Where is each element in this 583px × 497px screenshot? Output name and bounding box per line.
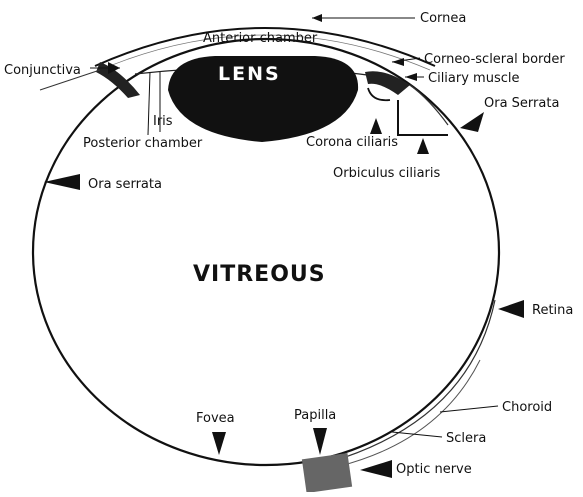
ciliary-body-right (365, 71, 449, 126)
arrowheads (44, 14, 524, 478)
papilla-label: Papilla (294, 408, 336, 423)
sclera-label: Sclera (446, 431, 486, 446)
iris-label: Iris (153, 114, 173, 129)
papilla-arrow-icon (313, 428, 327, 455)
ora-serrata-left-arrow-icon (44, 174, 80, 190)
retina-arrow-icon (498, 300, 524, 318)
corneo-scleral-border-label: Corneo-scleral border (424, 52, 565, 67)
ora-serrata-right-label: Ora Serrata (484, 96, 559, 111)
ciliary-muscle-label: Ciliary muscle (428, 71, 519, 86)
lens: LENS (168, 56, 359, 142)
retina-label: Retina (532, 303, 573, 318)
optic-nerve-stub (301, 452, 353, 494)
vitreous-label: VITREOUS (193, 262, 326, 287)
ora-serrata-left-label: Ora serrata (88, 177, 162, 192)
ciliary-body-left (39, 62, 140, 98)
anterior-chamber-label: Anterior chamber (203, 31, 318, 46)
cornea-label: Cornea (420, 11, 466, 26)
optic-nerve-label: Optic nerve (396, 462, 472, 477)
ciliary-muscle-arrow-icon (405, 73, 417, 81)
orbiculus-ciliaris-label: Orbiculus ciliaris (333, 166, 440, 181)
posterior-chamber-label: Posterior chamber (83, 136, 203, 151)
optic-nerve-arrow-icon (360, 460, 392, 478)
orbiculus-ciliaris-arrow-icon (417, 138, 429, 154)
lower-leader-lines (391, 405, 499, 438)
corona-ciliaris-bracket (367, 87, 391, 102)
conjunctiva-label: Conjunctiva (4, 63, 81, 78)
eye-globe (31, 27, 501, 467)
ora-serrata-right-arrow-icon (460, 112, 484, 132)
corona-ciliaris-label: Corona ciliaris (306, 135, 398, 150)
lens-label: LENS (218, 63, 281, 85)
corona-ciliaris-arrow-icon (370, 118, 382, 134)
fovea-arrow-icon (212, 432, 226, 455)
cornea-arrow-icon (312, 14, 322, 22)
corneo-scleral-arrow-icon (392, 58, 404, 66)
labels: Cornea Anterior chamber Conjunctiva Corn… (4, 11, 573, 477)
fovea-label: Fovea (196, 411, 235, 426)
conjunctiva-arrow-icon (108, 62, 120, 74)
orbiculus-ciliaris-bracket (397, 100, 448, 136)
choroid-label: Choroid (502, 400, 552, 415)
